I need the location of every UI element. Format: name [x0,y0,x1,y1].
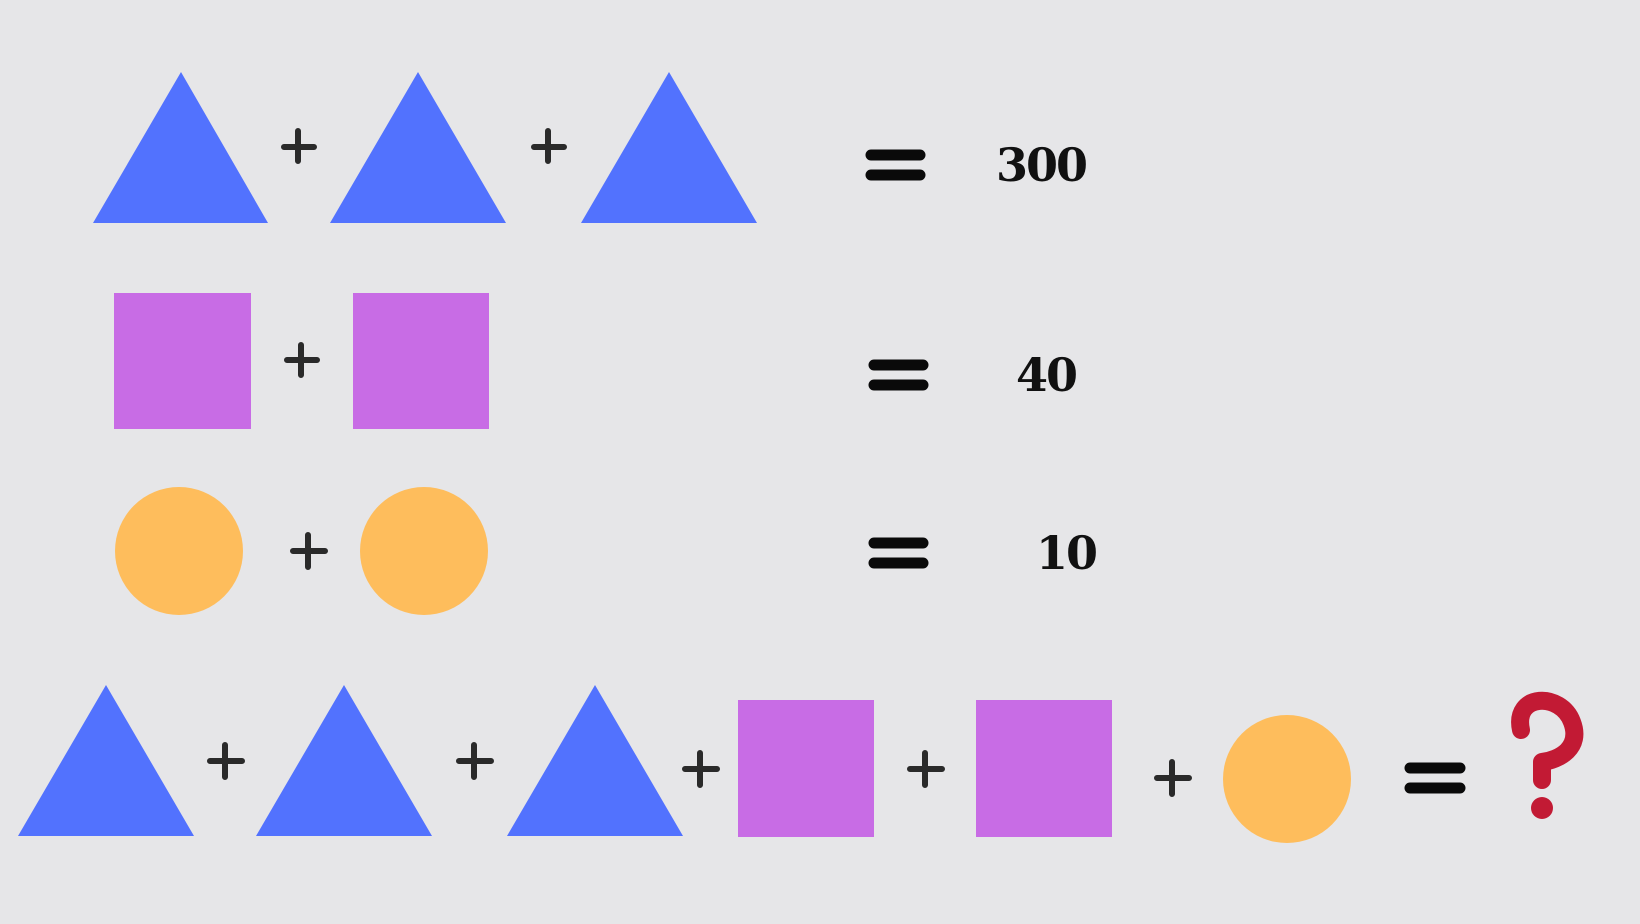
blue-triangle-shape [256,685,432,836]
equation-row-1 [93,72,926,223]
plus-operator [284,342,320,378]
final-equation-row [18,685,1584,843]
yellow-circle-shape [360,487,488,615]
plus-operator [456,742,494,780]
equals-sign [865,149,926,181]
purple-square-shape [738,700,874,837]
equals-sign [1404,762,1466,794]
equation-2-result: 40 [1016,348,1078,402]
equation-row-3 [115,487,929,615]
purple-square-shape [353,293,489,429]
plus-operator [290,532,328,570]
blue-triangle-shape [581,72,757,223]
yellow-circle-shape [115,487,243,615]
plus-operator [907,750,945,788]
equation-1-result: 300 [996,138,1088,192]
purple-square-shape [976,700,1112,837]
purple-square-shape [114,293,251,429]
equals-sign [868,359,929,391]
blue-triangle-shape [18,685,194,836]
yellow-circle-shape [1223,715,1351,843]
plus-operator [281,128,317,164]
blue-triangle-shape [93,72,268,223]
equation-row-2 [114,293,929,429]
plus-operator [1154,759,1192,797]
blue-triangle-shape [507,685,683,836]
equals-sign [868,537,929,569]
equation-3-result: 10 [1036,526,1098,580]
question-mark-icon [1511,691,1584,819]
blue-triangle-shape [330,72,506,223]
plus-operator [207,742,245,780]
plus-operator [682,750,720,788]
plus-operator [531,128,567,164]
